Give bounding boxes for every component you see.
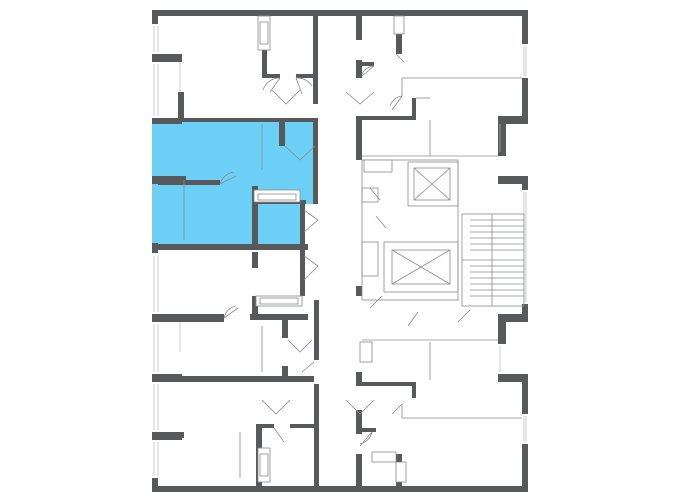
highlighted-apartment[interactable] xyxy=(152,120,315,246)
partitions xyxy=(183,77,522,478)
elevator-core xyxy=(361,159,459,301)
interior-walls xyxy=(158,14,416,488)
bathroom-fixtures xyxy=(253,15,407,483)
staircase xyxy=(461,213,525,307)
windows xyxy=(153,26,527,476)
exterior-walls xyxy=(152,10,528,492)
